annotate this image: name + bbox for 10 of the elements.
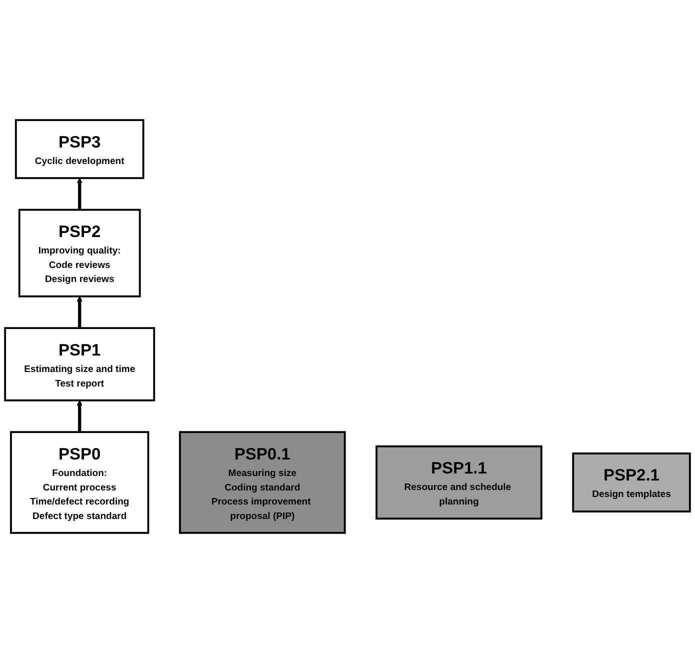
node-box: PSP1.1 Resource and schedule planning xyxy=(376,444,542,520)
node-box: PSP1 Estimating size and time Test report xyxy=(4,326,156,401)
arrow xyxy=(76,177,82,210)
arrow xyxy=(76,296,82,328)
node-box: PSP0 Foundation: Current process Time/defect recording Defect type standard xyxy=(10,430,150,534)
node-box: PSP2 Improving quality: Code reviews Design reviews xyxy=(18,208,141,297)
arrow xyxy=(76,400,82,432)
node-box: PSP3 Cyclic development xyxy=(14,118,144,179)
node-box: PSP2.1 Design templates xyxy=(572,452,691,512)
node-box: PSP0.1 Measuring size Coding standard Process improvement proposal (PIP) xyxy=(178,430,346,534)
